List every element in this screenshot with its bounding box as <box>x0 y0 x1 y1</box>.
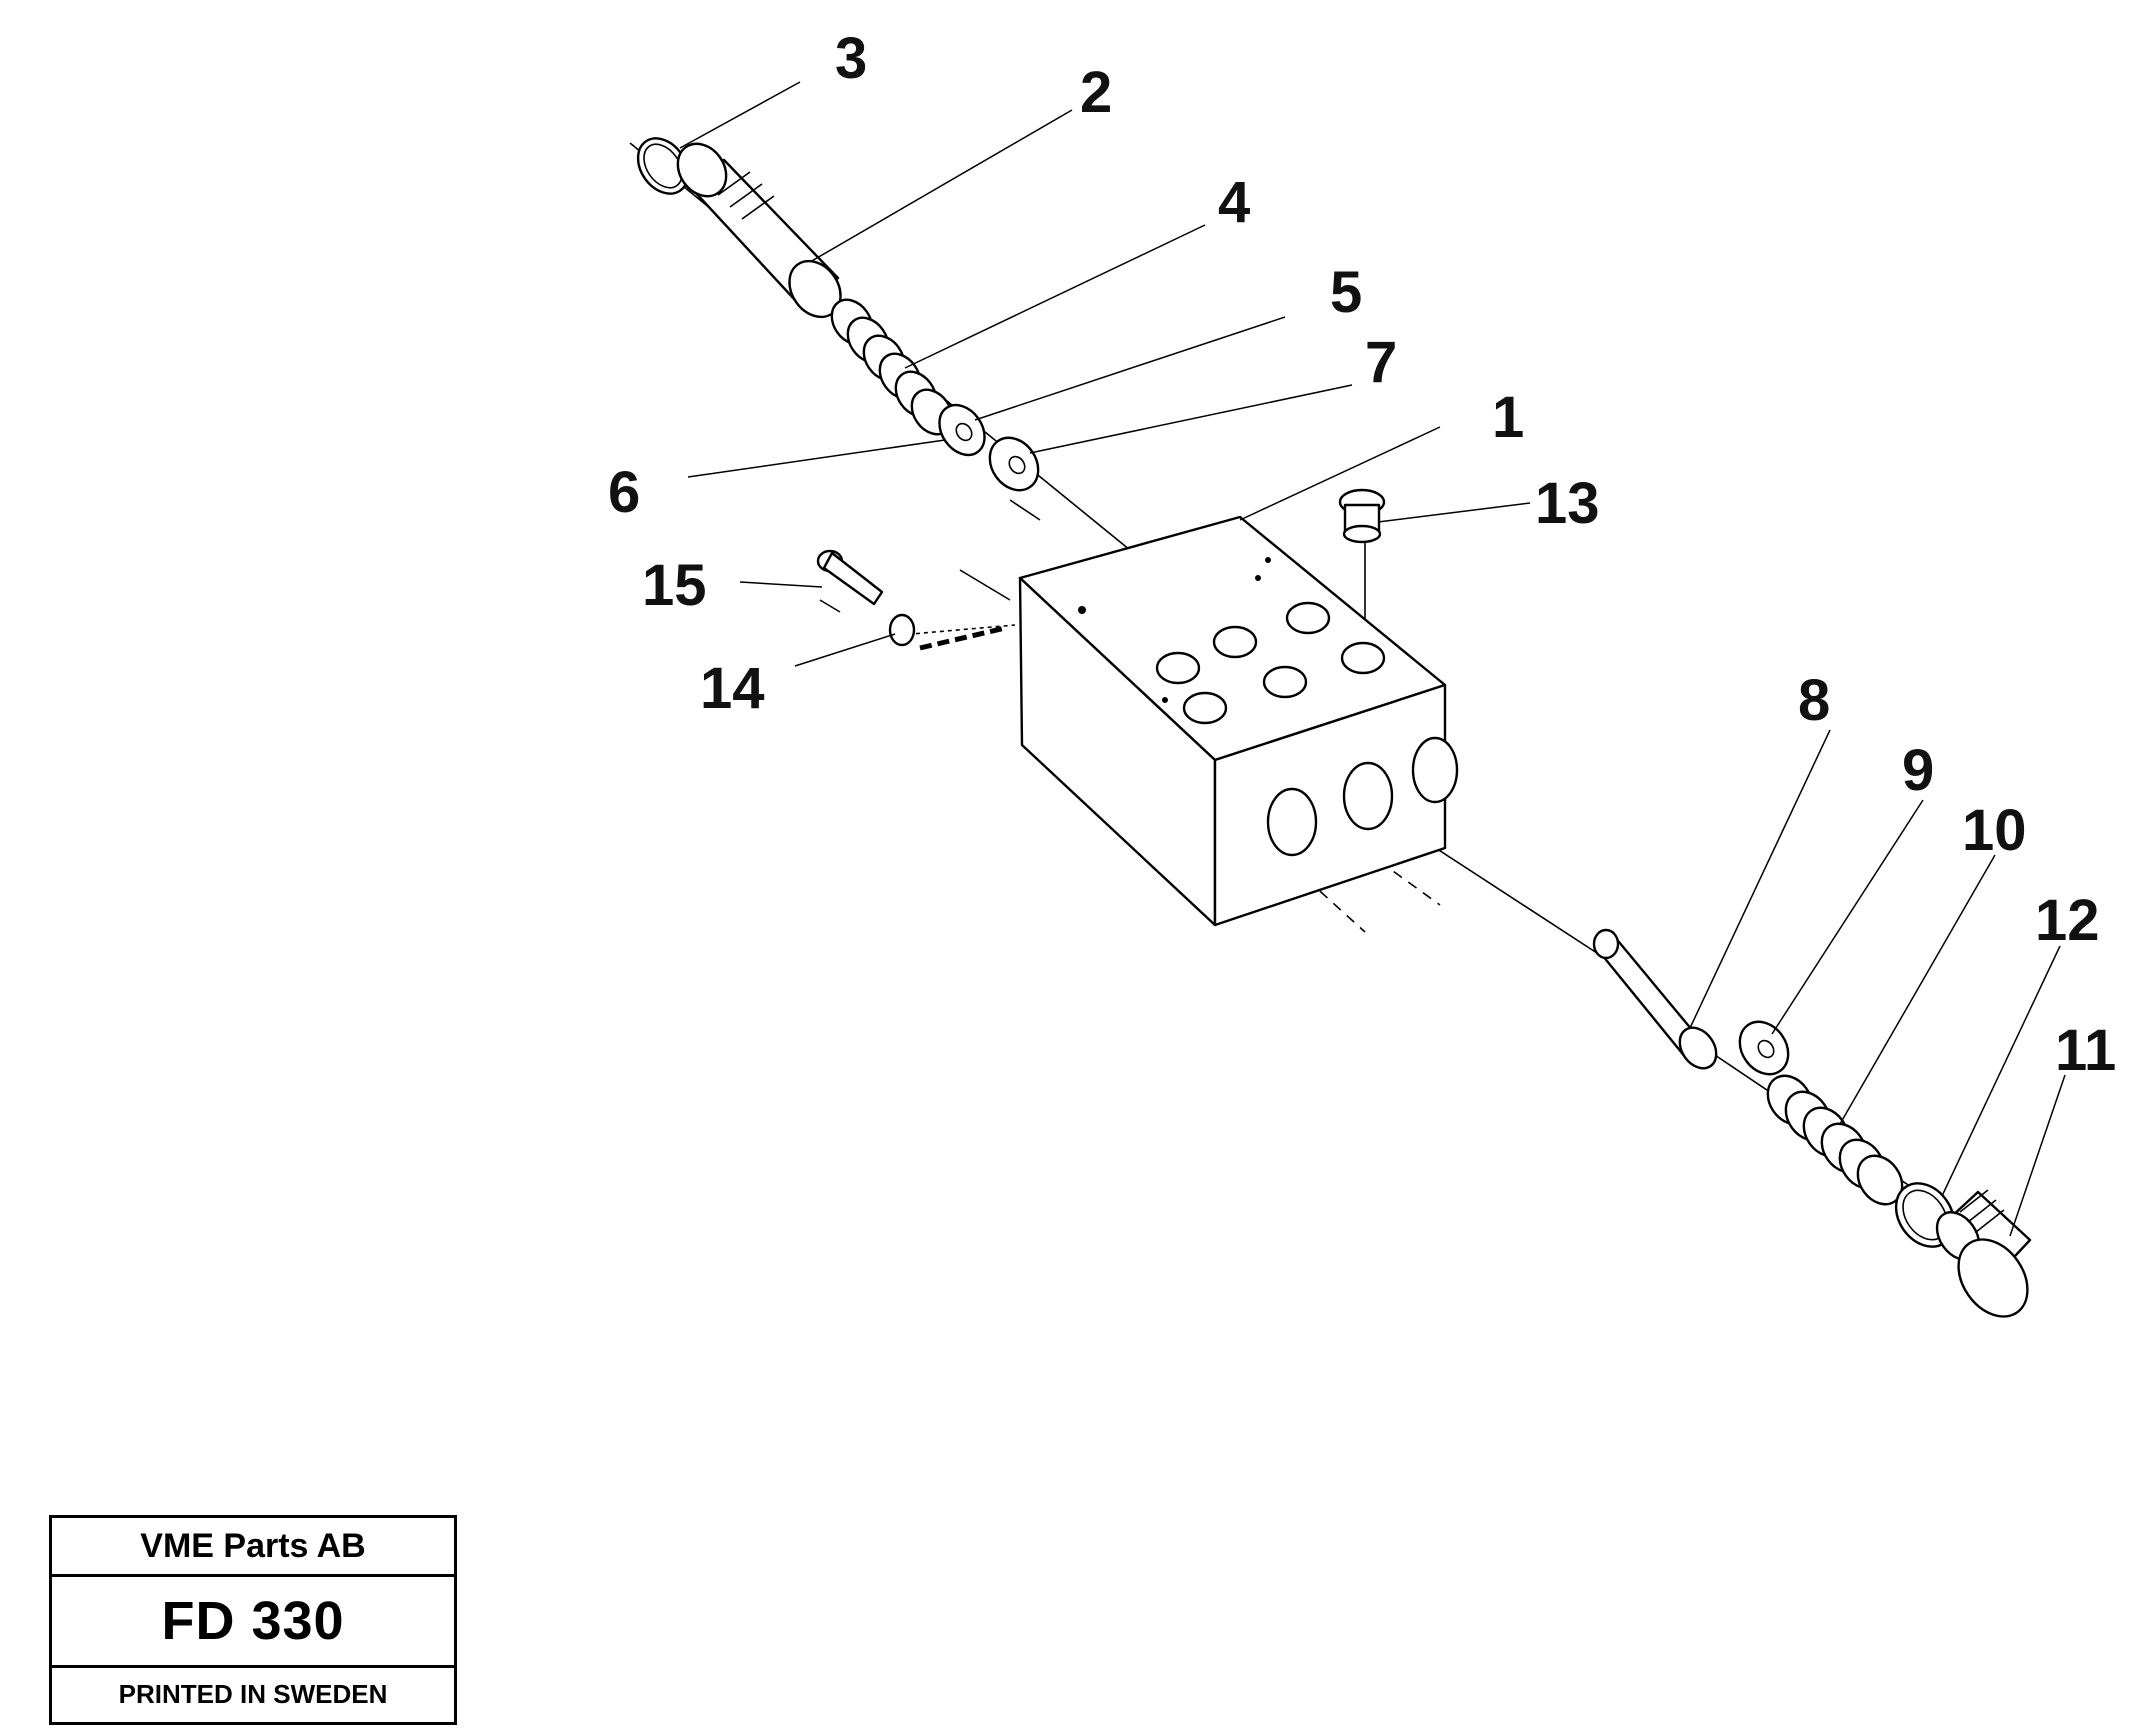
valve-block-part-1 <box>1018 515 1459 927</box>
callout-9: 9 <box>1902 738 1934 803</box>
screw-part-15 <box>816 549 884 606</box>
callout-labels: 3 2 4 5 7 1 6 13 15 14 8 9 10 12 11 <box>608 26 2116 1083</box>
callout-13: 13 <box>1535 471 1600 536</box>
callout-7: 7 <box>1365 330 1397 395</box>
callout-4: 4 <box>1218 170 1250 235</box>
valve-piston-part-8 <box>1592 928 1718 1070</box>
plug-part-13 <box>1338 488 1386 544</box>
callout-3: 3 <box>835 26 867 91</box>
callout-15: 15 <box>642 553 707 618</box>
leader-lines <box>679 81 2066 1237</box>
callout-8: 8 <box>1798 668 1830 733</box>
callout-1: 1 <box>1492 385 1524 450</box>
callout-2: 2 <box>1080 60 1112 125</box>
valve-sleeve-part-2 <box>676 142 842 319</box>
callout-10: 10 <box>1962 798 2027 863</box>
callout-14: 14 <box>700 656 765 721</box>
title-block: VME Parts AB FD 330 PRINTED IN SWEDEN <box>49 1515 457 1725</box>
washer-part-9 <box>1738 1020 1790 1076</box>
drawing-number: FD 330 <box>52 1577 454 1668</box>
callout-11: 11 <box>2055 1018 2116 1083</box>
spring-part-10 <box>1766 1074 1904 1206</box>
washer-part-14 <box>888 613 916 647</box>
callout-12: 12 <box>2035 888 2100 953</box>
printed-note: PRINTED IN SWEDEN <box>118 1679 388 1709</box>
company-name: VME Parts AB <box>52 1518 454 1577</box>
end-plug-part-11 <box>1935 1189 2032 1318</box>
callout-6: 6 <box>608 460 640 525</box>
washer-part-7 <box>988 436 1040 492</box>
callout-5: 5 <box>1330 260 1362 325</box>
